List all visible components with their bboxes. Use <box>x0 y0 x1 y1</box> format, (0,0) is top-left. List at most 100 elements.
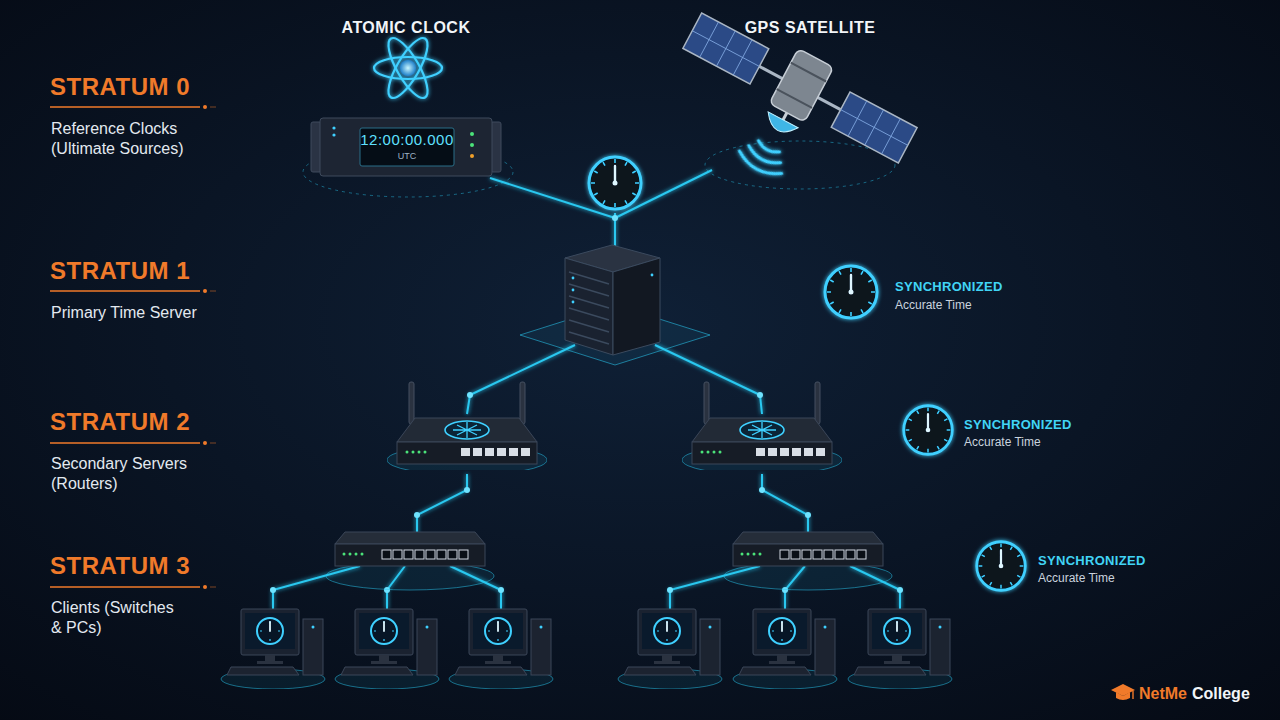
underline <box>50 290 200 292</box>
client-pc <box>221 609 325 689</box>
status-label: SYNCHRONIZED <box>964 417 1124 433</box>
clock-icon <box>589 157 641 209</box>
led <box>470 132 474 136</box>
atomic-clock: ATOMIC CLOCK12:00:00.000UTC <box>320 118 492 176</box>
atom-orbit <box>374 57 442 79</box>
junction-dot <box>498 587 504 593</box>
server-side <box>613 258 660 355</box>
client-pc <box>335 609 439 689</box>
stratum-description: Secondary Servers (Routers) <box>51 454 211 494</box>
client-pc <box>733 609 837 689</box>
device-platform <box>705 141 895 189</box>
junction-dot <box>464 487 470 493</box>
junction-dot <box>270 587 276 593</box>
router <box>682 382 842 475</box>
led <box>470 143 474 147</box>
underline <box>50 442 200 444</box>
underline <box>50 586 200 588</box>
underline <box>210 587 216 588</box>
underline-dot <box>203 105 207 109</box>
body-band <box>777 63 826 108</box>
device-heading: ATOMIC CLOCK <box>300 18 512 38</box>
status-clock-icon <box>904 406 953 455</box>
stratum-description: Clients (Switches & PCs) <box>51 598 181 638</box>
led <box>572 277 575 280</box>
junction-dot <box>467 392 473 398</box>
signal-arc <box>757 141 780 156</box>
atom-icon <box>374 33 442 103</box>
underline-dot <box>203 585 207 589</box>
signal-waves <box>736 135 791 180</box>
stratum-heading: STRATUM 2 <box>50 408 270 436</box>
gps-satellite: GPS SATELLITE <box>690 12 930 192</box>
graduation-cap-icon <box>1111 684 1135 700</box>
device-heading: GPS SATELLITE <box>690 18 930 38</box>
status-caption: Accurate Time <box>964 435 1124 449</box>
underline <box>210 107 216 108</box>
stratum-description: Reference Clocks (Ultimate Sources) <box>51 119 211 159</box>
led <box>332 126 335 129</box>
stratum-heading: STRATUM 3 <box>50 552 270 580</box>
status-caption: Accurate Time <box>1038 571 1198 585</box>
clock-device-body <box>320 118 492 176</box>
client-pc <box>848 609 952 689</box>
underline-dot <box>203 289 207 293</box>
status-clock-icon <box>977 542 1026 591</box>
drive-bays <box>569 272 609 344</box>
cap-tassel <box>1132 691 1133 699</box>
network-switch <box>724 532 892 590</box>
satellite-dish <box>762 112 798 139</box>
atom-nucleus <box>400 60 416 76</box>
status-clock-icon <box>825 266 877 318</box>
network-wires <box>273 170 900 609</box>
server-front <box>565 258 613 355</box>
stratum-underlines <box>50 105 216 589</box>
clock-display <box>360 128 454 166</box>
brand-name: NetMe <box>1139 684 1199 704</box>
led <box>572 289 575 292</box>
cap-base <box>1116 692 1130 700</box>
client-pc <box>449 609 553 689</box>
client-pc <box>618 609 722 689</box>
cap-top <box>1111 684 1135 696</box>
panel-grid <box>831 92 917 163</box>
stratum-heading: STRATUM 0 <box>50 73 270 101</box>
wire-junctions <box>270 215 903 593</box>
clock-readout: 12:00:00.000 <box>360 131 454 149</box>
junction-dot <box>612 215 618 221</box>
led <box>332 133 335 136</box>
signal-arc <box>736 151 782 181</box>
satellite-body <box>769 49 833 123</box>
junction-dot <box>759 487 765 493</box>
junction-dot <box>897 587 903 593</box>
status-label: SYNCHRONIZED <box>895 279 1055 295</box>
led <box>572 301 575 304</box>
stratum-description: Primary Time Server <box>51 303 271 323</box>
underline <box>50 106 200 108</box>
junction-dot <box>805 512 811 518</box>
junction-dot <box>757 392 763 398</box>
solar-panel <box>831 92 917 163</box>
underline <box>210 291 216 292</box>
network-switch <box>326 532 494 590</box>
led <box>651 274 654 277</box>
router <box>387 382 547 475</box>
atom-orbit <box>381 33 434 103</box>
status-caption: Accurate Time <box>895 298 1055 312</box>
led <box>470 154 474 158</box>
underline-dot <box>203 441 207 445</box>
junction-dot <box>414 512 420 518</box>
wire <box>417 474 467 534</box>
junction-dot <box>667 587 673 593</box>
atom-orbit <box>381 33 434 103</box>
time-zone: UTC <box>360 151 454 162</box>
wire <box>762 474 808 534</box>
status-label: SYNCHRONIZED <box>1038 553 1198 569</box>
brand-name: College <box>1192 684 1272 704</box>
